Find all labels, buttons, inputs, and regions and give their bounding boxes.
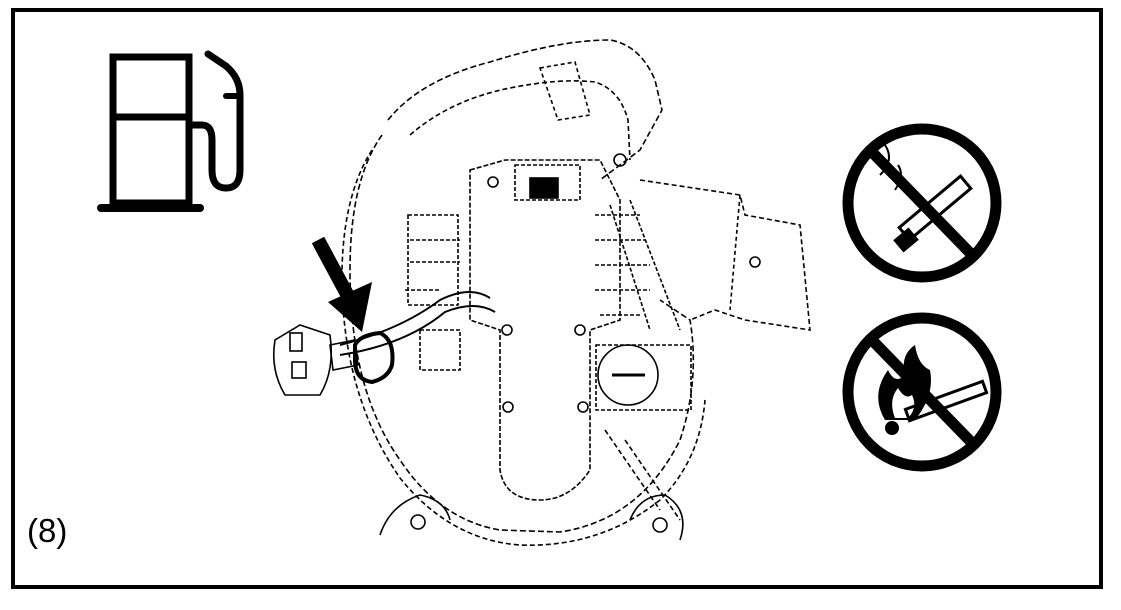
arrow-down-icon (311, 236, 372, 332)
no-smoking-icon (842, 123, 1002, 283)
blower-housing (349, 134, 695, 533)
fuel-cap (272, 324, 359, 396)
carburetor (405, 214, 461, 371)
base-mounts (379, 494, 684, 541)
cooling-fins (595, 199, 681, 331)
blower-outlet (639, 179, 811, 331)
fuel-pump-icon (97, 50, 244, 212)
fuel-tank-neck (353, 330, 395, 385)
no-open-flame-icon (842, 312, 1002, 472)
figure-label: (8) (27, 512, 68, 549)
engine-body (469, 159, 621, 501)
figure-frame (11, 8, 1103, 589)
leaf-blower-diagram (272, 39, 811, 546)
top-handle (387, 39, 663, 181)
